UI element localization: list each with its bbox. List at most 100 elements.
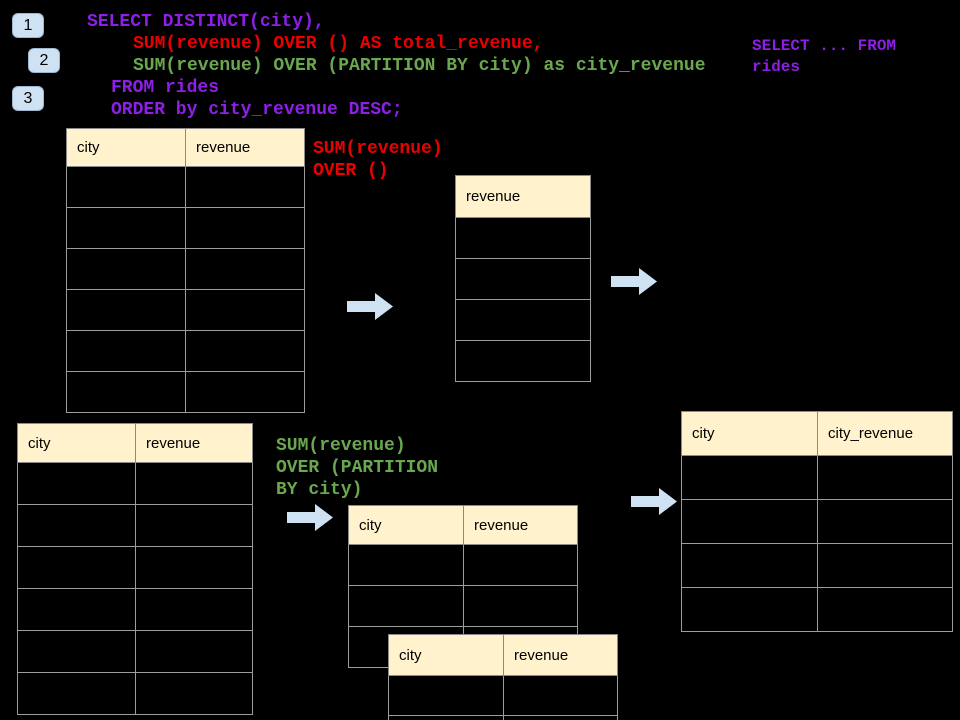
table-cell-empty <box>66 371 186 413</box>
table-row <box>681 455 953 500</box>
table-cell-empty <box>503 715 618 720</box>
table-row <box>348 544 578 586</box>
table-row <box>388 715 618 720</box>
table-cell-empty <box>455 340 591 382</box>
table-row <box>455 340 591 382</box>
flow-arrow-partition-out-icon <box>631 488 677 515</box>
column-header-revenue: revenue <box>185 128 305 167</box>
sql-side-line1: SELECT ... FROM <box>752 37 897 55</box>
table-cell-empty <box>17 504 136 547</box>
table-city-revenue-result: city city_revenue <box>681 411 953 632</box>
step-badge-3-label: 3 <box>23 89 33 107</box>
table-header-row: city revenue <box>66 128 305 167</box>
table-cell-empty <box>348 544 464 586</box>
table-header-row: city revenue <box>348 505 578 545</box>
table-row <box>66 371 305 413</box>
table-header-row: city city_revenue <box>681 411 953 456</box>
sql-line-select: SELECT DISTINCT(city), <box>87 12 325 32</box>
table-cell-empty <box>66 330 186 372</box>
table-cell-empty <box>348 585 464 627</box>
table-cell-empty <box>185 289 305 331</box>
sql-side-snippet: SELECT ... FROM rides <box>752 36 896 78</box>
table-cell-empty <box>455 258 591 300</box>
table-row <box>66 166 305 208</box>
table-cell-empty <box>17 462 136 505</box>
step-badge-2: 2 <box>28 48 60 73</box>
annotation-total-line1: SUM(revenue) <box>313 139 443 159</box>
table-cell-empty <box>66 248 186 290</box>
table-header-row: revenue <box>455 175 591 218</box>
annotation-total-line2: OVER () <box>313 161 389 181</box>
table-row <box>17 462 253 505</box>
table-row <box>681 499 953 544</box>
step-badge-1-label: 1 <box>23 16 33 34</box>
table-cell-empty <box>17 672 136 715</box>
table-cell-empty <box>503 675 618 716</box>
table-cell-empty <box>135 588 253 631</box>
table-cell-empty <box>66 166 186 208</box>
sql-line-from: FROM rides <box>111 78 220 98</box>
table-cell-empty <box>185 248 305 290</box>
table-row <box>66 248 305 290</box>
table-cell-empty <box>185 166 305 208</box>
table-cell-empty <box>185 371 305 413</box>
flow-arrow-partition-in-icon <box>287 504 333 531</box>
column-header-city-revenue: city_revenue <box>817 411 953 456</box>
table-cell-empty <box>817 543 953 588</box>
column-header-city: city <box>388 634 504 676</box>
table-row <box>17 546 253 589</box>
column-header-city: city <box>17 423 136 463</box>
table-cell-empty <box>681 499 818 544</box>
sql-side-line2: rides <box>752 58 801 76</box>
table-row <box>66 207 305 249</box>
table-source-top: city revenue <box>66 128 305 413</box>
sql-line-order: ORDER by city_revenue DESC; <box>111 100 403 120</box>
table-row <box>17 588 253 631</box>
table-row <box>455 217 591 259</box>
flow-arrow-total-out-icon <box>611 268 657 295</box>
column-header-revenue: revenue <box>503 634 618 676</box>
sql-line-partition: SUM(revenue) OVER (PARTITION BY city) as… <box>133 56 706 76</box>
table-cell-empty <box>66 207 186 249</box>
table-row <box>17 504 253 547</box>
annotation-partition-line1: SUM(revenue) <box>276 436 406 456</box>
table-row <box>455 258 591 300</box>
table-cell-empty <box>135 546 253 589</box>
table-source-bottom: city revenue <box>17 423 253 715</box>
table-header-row: city revenue <box>388 634 618 676</box>
table-row <box>388 675 618 716</box>
annotation-partition-line3: BY city) <box>276 480 363 500</box>
column-header-city: city <box>681 411 818 456</box>
column-header-revenue: revenue <box>463 505 578 545</box>
table-row <box>348 585 578 627</box>
table-cell-empty <box>185 207 305 249</box>
table-cell-empty <box>135 462 253 505</box>
column-header-revenue: revenue <box>455 175 591 218</box>
table-header-row: city revenue <box>17 423 253 463</box>
table-total-revenue-result: revenue <box>455 175 591 382</box>
table-row <box>455 299 591 341</box>
step-badge-2-label: 2 <box>39 51 49 69</box>
table-row <box>17 672 253 715</box>
table-cell-empty <box>135 672 253 715</box>
column-header-revenue: revenue <box>135 423 253 463</box>
table-cell-empty <box>455 299 591 341</box>
table-row <box>17 630 253 673</box>
sql-line-total: SUM(revenue) OVER () AS total_revenue, <box>133 34 544 54</box>
table-cell-empty <box>817 499 953 544</box>
column-header-city: city <box>348 505 464 545</box>
flow-arrow-total-in-icon <box>347 293 393 320</box>
table-cell-empty <box>388 675 504 716</box>
table-row <box>66 330 305 372</box>
table-cell-empty <box>185 330 305 372</box>
table-cell-empty <box>17 546 136 589</box>
table-cell-empty <box>135 504 253 547</box>
table-row <box>681 543 953 588</box>
table-cell-empty <box>66 289 186 331</box>
table-cell-empty <box>817 455 953 500</box>
table-cell-empty <box>17 588 136 631</box>
table-cell-empty <box>681 587 818 632</box>
table-partition-front: city revenue <box>388 634 618 720</box>
annotation-partition-line2: OVER (PARTITION <box>276 458 439 478</box>
